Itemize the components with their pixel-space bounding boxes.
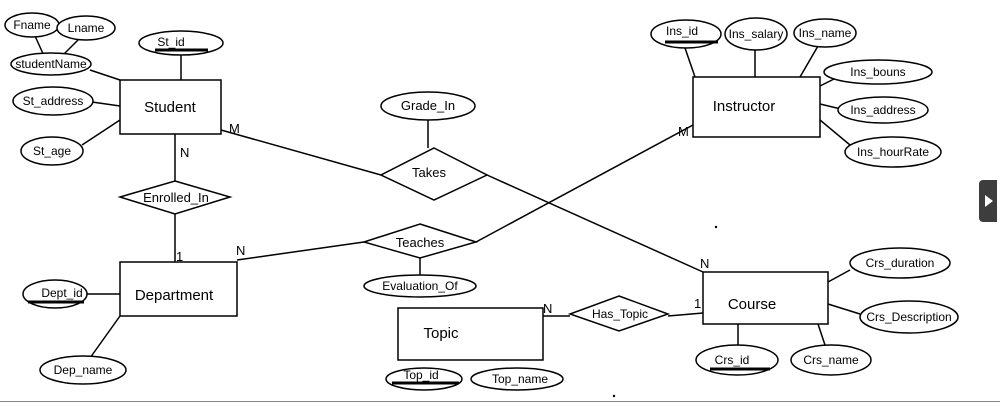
- attr-st-id: St_id: [157, 35, 184, 49]
- takes-course-line: [486, 174, 704, 273]
- attr-dep-name-oval: [39, 355, 127, 385]
- entity-department: Department: [119, 261, 238, 317]
- attr-crs-name: Crs_name: [803, 353, 859, 367]
- attr-ins-hour-rate-oval: [844, 136, 942, 168]
- card-department-enrolled: 1: [176, 249, 183, 264]
- attr-crs-id: Crs_id: [715, 353, 750, 367]
- attribute-ovals: [4, 12, 959, 391]
- entity-department-label: Department: [135, 287, 214, 304]
- has-course-line: [667, 312, 704, 317]
- attr-ins-salary: Ins_salary: [729, 27, 784, 41]
- card-course-takes: N: [700, 256, 709, 271]
- attr-crs-description-oval: [859, 300, 959, 334]
- attr-top-name-oval: [470, 367, 564, 391]
- attr-ins-name: Ins_name: [799, 26, 852, 40]
- teaches-instructor-line: [475, 124, 694, 243]
- st-address-connector: [91, 101, 121, 107]
- entity-course-label: Course: [728, 296, 776, 313]
- attr-dept-id: Dept_id: [41, 286, 82, 300]
- entity-course: Course: [702, 271, 829, 325]
- entity-instructor: Instructor: [692, 76, 821, 138]
- attr-ins-address: Ins_address: [850, 103, 915, 117]
- crs-description-connector: [827, 303, 861, 315]
- card-course-has: 1: [694, 296, 701, 311]
- attr-lname: Lname: [68, 21, 105, 35]
- ins-name-connector: [799, 45, 819, 78]
- card-student-takes: M: [229, 121, 240, 136]
- crs-duration-connector: [827, 269, 851, 283]
- play-arrow-icon: [985, 195, 993, 207]
- attr-fname: Fname: [13, 18, 51, 32]
- attr-grade-in: Grade_In: [401, 98, 455, 113]
- attr-crs-name-oval: [790, 344, 872, 376]
- crs-name-connector: [817, 323, 826, 346]
- relationship-takes-label: Takes: [412, 165, 446, 180]
- attr-evaluation-of-oval: [363, 274, 477, 298]
- attribute-labels: Fname Lname studentName St_id St_address…: [13, 18, 951, 386]
- attr-st-address: St_address: [23, 94, 84, 108]
- card-department-teaches: N: [236, 243, 245, 258]
- relationship-teaches: Teaches: [361, 223, 479, 259]
- cardinality-labels: M M N 1 N N N 1: [176, 121, 709, 316]
- card-instructor-teaches: M: [678, 124, 689, 139]
- key-underlines: [28, 40, 770, 385]
- entity-student: Student: [119, 79, 222, 135]
- student-name-connector: [89, 69, 121, 81]
- entity-instructor-label: Instructor: [713, 98, 776, 115]
- side-panel-toggle-button[interactable]: [979, 180, 997, 222]
- attr-student-name-oval: [10, 52, 92, 76]
- ins-id-connector: [684, 47, 696, 78]
- attr-evaluation-of: Evaluation_Of: [382, 279, 458, 293]
- attr-st-age-oval: [20, 136, 84, 166]
- relationship-enrolled-in: Enrolled_In: [117, 180, 233, 215]
- attr-top-id: Top_id: [403, 368, 438, 382]
- department-teaches-line: [236, 241, 365, 261]
- attr-st-age: St_age: [33, 144, 71, 158]
- attr-ins-id: Ins_id: [666, 24, 698, 38]
- attr-grade-in-oval: [380, 91, 476, 121]
- ins-hour-rate-connector: [819, 119, 851, 146]
- card-topic-has: N: [543, 301, 552, 316]
- relationship-enrolled-in-label: Enrolled_In: [143, 190, 209, 205]
- attr-top-name: Top_name: [492, 372, 548, 386]
- attr-ins-salary-oval: [724, 17, 788, 51]
- attr-ins-name-oval: [793, 18, 857, 48]
- card-student-enrolled: N: [180, 145, 189, 160]
- entity-topic: Topic: [397, 307, 544, 361]
- stray-dot: [612, 394, 616, 398]
- attr-lname-oval: [56, 15, 116, 41]
- relationship-has-topic: Has_Topic: [567, 295, 671, 332]
- attr-crs-description: Crs_Description: [866, 310, 951, 324]
- relationship-takes: Takes: [379, 147, 489, 201]
- connector-lines: [34, 35, 861, 359]
- attr-crs-duration: Crs_duration: [866, 256, 935, 270]
- attr-ins-bouns: Ins_bouns: [850, 65, 905, 79]
- attr-st-address-oval: [12, 86, 94, 116]
- entity-topic-label: Topic: [423, 325, 459, 342]
- relationship-has-topic-label: Has_Topic: [592, 307, 648, 321]
- attr-crs-duration-oval: [849, 247, 951, 279]
- attr-student-name: studentName: [15, 57, 87, 71]
- stray-dot: [714, 225, 718, 229]
- dep-name-connector: [89, 315, 121, 359]
- attr-ins-hour-rate: Ins_hourRate: [857, 145, 929, 159]
- entity-student-label: Student: [144, 99, 197, 116]
- attr-ins-address-oval: [837, 96, 929, 124]
- attr-dep-name: Dep_name: [54, 363, 113, 377]
- relationship-teaches-label: Teaches: [396, 235, 445, 250]
- st-age-connector: [81, 119, 121, 146]
- student-takes-line: [220, 129, 382, 176]
- attr-ins-bouns-oval: [823, 59, 933, 85]
